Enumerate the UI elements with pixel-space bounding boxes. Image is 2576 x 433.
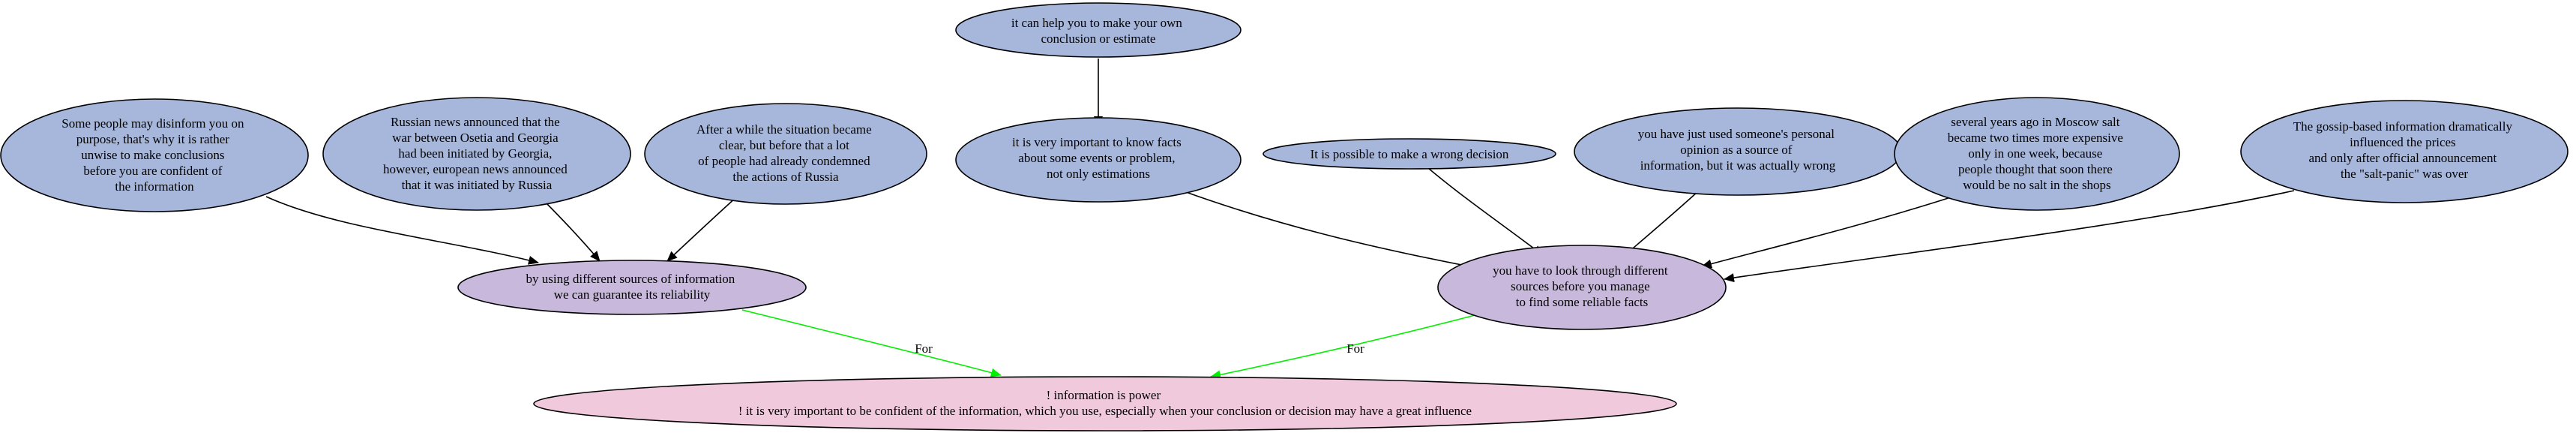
- node-line: would be no salt in the shops: [1963, 178, 2110, 192]
- edge-lookthrough-to-root-for: [1210, 313, 1481, 380]
- node-line: you have to look through different: [1493, 263, 1668, 278]
- node-line: Some people may disinform you on: [61, 116, 244, 131]
- node-facts-shape: [955, 117, 1242, 203]
- node-line: it is very important to know facts: [1012, 135, 1182, 149]
- node-gossip[interactable]: The gossip-based information dramaticall…: [2240, 100, 2569, 203]
- edge-opinion-to-lookthrough: [1622, 191, 1699, 257]
- edge-after-to-sources: [666, 196, 738, 262]
- node-line: information, but it was actually wrong: [1640, 158, 1836, 173]
- edge-disinform-to-sources: [265, 196, 539, 265]
- node-opinion-text: you have just used someone's personal op…: [1638, 127, 1838, 173]
- node-conclusion-text: it can help you to make your own conclus…: [1011, 16, 1185, 46]
- node-lookthrough-shape: [1437, 245, 1727, 330]
- node-osetia-text: Russian news announced that the war betw…: [383, 115, 571, 192]
- node-salt-text: several years ago in Moscow salt became …: [1948, 115, 2126, 192]
- node-conclusion-shape: [955, 2, 1242, 58]
- node-line: had been initiated by Georgia,: [398, 146, 552, 161]
- node-after-text: After a while the situation became clear…: [696, 122, 875, 184]
- node-gossip-shape: [2240, 100, 2569, 203]
- node-line: only in one week, because: [1968, 146, 2102, 161]
- node-after[interactable]: After a while the situation became clear…: [644, 103, 927, 205]
- node-line: to find some reliable facts: [1516, 295, 1649, 309]
- node-line: war between Osetia and Georgia: [392, 131, 559, 145]
- node-disinform-shape: [0, 98, 309, 212]
- edge-osetia-to-sources: [539, 196, 601, 262]
- node-line: After a while the situation became: [696, 122, 872, 137]
- node-line: opinion as a source of: [1680, 143, 1793, 157]
- node-line: The gossip-based information dramaticall…: [2293, 119, 2513, 134]
- node-line: several years ago in Moscow salt: [1951, 115, 2119, 129]
- node-salt-shape: [1894, 97, 2180, 211]
- node-line: unwise to make conclusions: [81, 148, 224, 162]
- edge-facts-to-lookthrough: [1169, 185, 1481, 272]
- node-line: of people had already condemned: [698, 154, 870, 168]
- edge-wrong-to-lookthrough: [1427, 167, 1544, 256]
- node-line: that it was initiated by Russia: [402, 178, 553, 192]
- node-wrong-shape: [1263, 138, 1556, 170]
- node-line: conclusion or estimate: [1041, 32, 1156, 46]
- node-osetia[interactable]: Russian news announced that the war betw…: [322, 97, 631, 211]
- edges: [265, 59, 2295, 380]
- node-line: influenced the prices: [2350, 135, 2456, 149]
- node-root-shape: [533, 376, 1677, 431]
- node-lookthrough[interactable]: you have to look through different sourc…: [1437, 245, 1727, 330]
- edge-sources-to-root-for: [741, 309, 1002, 377]
- node-line: people thought that soon there: [1958, 162, 2113, 176]
- node-sources-shape: [457, 260, 807, 315]
- node-line: you have just used someone's personal: [1638, 127, 1835, 141]
- edge-gossip-to-lookthrough: [1724, 190, 2295, 283]
- node-line: became two times more expensive: [1948, 131, 2123, 145]
- node-wrong[interactable]: It is possible to make a wrong decision: [1263, 138, 1556, 170]
- node-line: and only after official announcement: [2308, 151, 2497, 165]
- node-facts[interactable]: it is very important to know facts about…: [955, 117, 1242, 203]
- node-line: ! it is very important to be confident o…: [738, 404, 1472, 418]
- node-line: the information: [115, 179, 194, 194]
- node-opinion[interactable]: you have just used someone's personal op…: [1574, 107, 1902, 196]
- node-line: it can help you to make your own: [1011, 16, 1183, 30]
- node-line: not only estimations: [1047, 167, 1150, 181]
- edge-label-for-left: For: [915, 341, 933, 356]
- node-disinform[interactable]: Some people may disinform you on purpose…: [0, 98, 309, 212]
- node-conclusion[interactable]: it can help you to make your own conclus…: [955, 2, 1242, 58]
- node-line: sources before you manage: [1511, 279, 1650, 293]
- node-line: we can guarantee its reliability: [554, 287, 711, 302]
- node-line: however, european news announced: [383, 162, 568, 176]
- node-facts-text: it is very important to know facts about…: [1012, 135, 1185, 181]
- edge-label-for-right: For: [1346, 341, 1364, 356]
- node-line: the actions of Russia: [732, 170, 839, 184]
- node-root[interactable]: ! information is power ! it is very impo…: [533, 376, 1677, 431]
- node-sources[interactable]: by using different sources of informatio…: [457, 260, 807, 315]
- node-line: by using different sources of informatio…: [526, 272, 735, 286]
- node-gossip-text: The gossip-based information dramaticall…: [2293, 119, 2515, 181]
- node-line: about some events or problem,: [1018, 151, 1175, 165]
- node-lookthrough-text: you have to look through different sourc…: [1493, 263, 1671, 309]
- node-line: before you are confident of: [83, 164, 222, 178]
- edge-salt-to-lookthrough: [1701, 196, 1954, 269]
- node-osetia-shape: [322, 97, 631, 211]
- node-line: It is possible to make a wrong decision: [1310, 147, 1509, 161]
- edge-labels: For For: [915, 341, 1364, 356]
- node-line: clear, but before that a lot: [719, 138, 849, 152]
- node-salt[interactable]: several years ago in Moscow salt became …: [1894, 97, 2180, 211]
- node-root-text: ! information is power ! it is very impo…: [738, 388, 1472, 418]
- node-after-shape: [644, 103, 927, 205]
- node-sources-text: by using different sources of informatio…: [526, 272, 738, 302]
- node-line: ! information is power: [1047, 388, 1161, 402]
- node-line: purpose, that's why it is rather: [76, 132, 230, 146]
- node-line: the "salt-panic" was over: [2341, 167, 2468, 181]
- node-line: Russian news announced that the: [391, 115, 560, 129]
- node-disinform-text: Some people may disinform you on purpose…: [61, 116, 247, 194]
- node-wrong-text: It is possible to make a wrong decision: [1310, 147, 1509, 161]
